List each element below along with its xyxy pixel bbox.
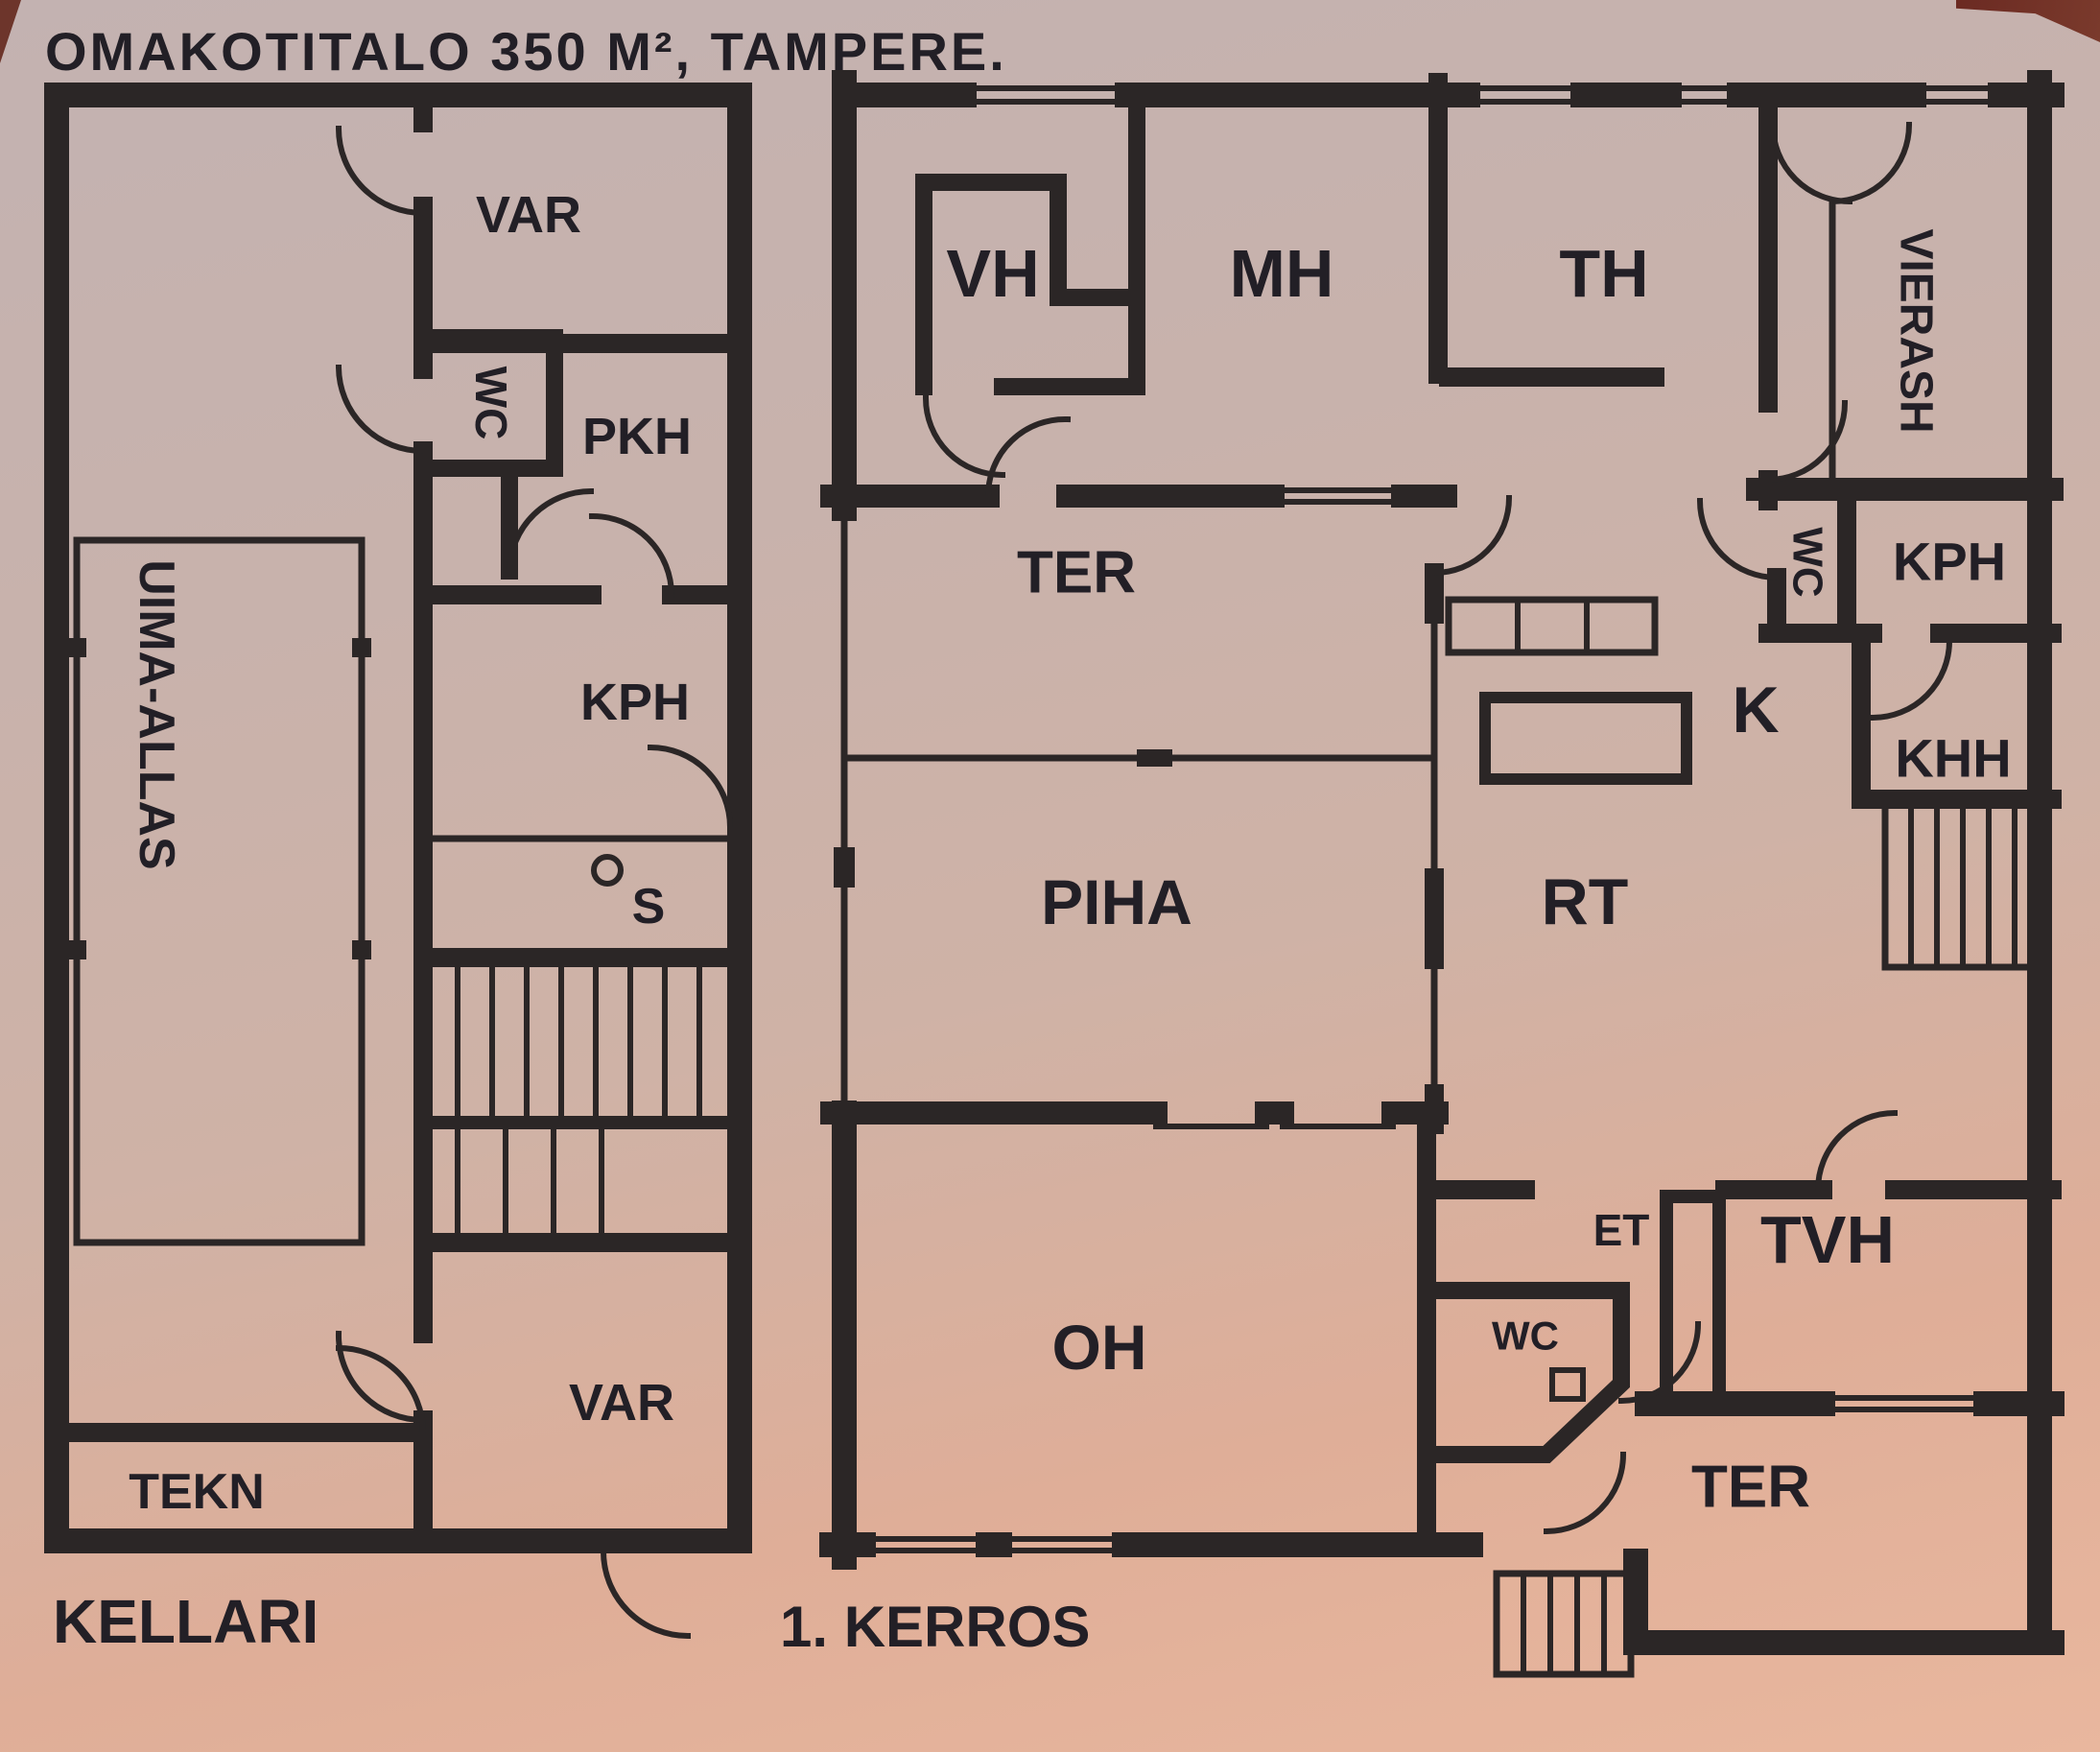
fireplace	[1660, 1190, 1726, 1410]
terrace-walls	[1623, 1549, 2065, 1655]
floor-label-kerros: 1. KERROS	[780, 1595, 1090, 1659]
wc-bsmt-door-arc	[335, 364, 427, 455]
oh-bottom-windows	[861, 1536, 1127, 1553]
ter-k-door-arc	[1430, 494, 1513, 577]
room-label-et: ET	[1593, 1205, 1650, 1255]
stairs1-treads	[1908, 803, 2017, 970]
room-label-ter-bottom: TER	[1691, 1455, 1810, 1521]
interior-walls-heavy	[820, 478, 2064, 1125]
vh-door-arc	[922, 394, 1006, 479]
kitchen-island	[1479, 692, 1692, 785]
entry-steps-treads	[1515, 597, 1590, 655]
room-label-oh: OH	[1052, 1312, 1147, 1383]
room-label-piha: PIHA	[1041, 866, 1192, 937]
room-label-ter-top: TER	[1017, 540, 1136, 606]
pool-marker	[352, 940, 371, 959]
mh-bottom-window	[1270, 487, 1405, 505]
room-label-sauna: S	[632, 879, 666, 935]
top-wall-windows	[961, 85, 2003, 105]
corridor-top-door-arc	[1769, 121, 1853, 205]
wc2-door-arc	[1617, 1320, 1702, 1405]
kellari-wc-walls	[425, 329, 563, 477]
room-label-kph-first: KPH	[1893, 532, 2006, 592]
room-label-tvh: TVH	[1760, 1202, 1895, 1277]
entry-steps-outline	[1445, 596, 1659, 656]
floor-label-kellari: KELLARI	[53, 1587, 319, 1656]
kerros-light-walls	[915, 100, 1630, 1463]
page-title: OMAKOTITALO 350 M², TAMPERE.	[45, 21, 1007, 82]
room-label-wc-first: WC	[1784, 527, 1831, 597]
wc2-fixture	[1549, 1367, 1586, 1402]
stair-treads	[455, 597, 2017, 1677]
room-label-vierash: VIERASH	[1891, 228, 1942, 433]
terrace-steps-treads	[1521, 1571, 1607, 1677]
pool-marker	[67, 638, 86, 657]
windows	[861, 85, 2003, 1553]
tvh-door-arc	[1814, 1109, 1899, 1194]
var-top-door-arc	[335, 125, 427, 217]
pkh-corridor-door-arc	[506, 487, 595, 575]
pool-room-door-arc-2	[335, 1344, 427, 1436]
room-label-vh: VH	[946, 236, 1039, 311]
khh-door-arc	[1869, 637, 1953, 722]
pool-marker	[352, 638, 371, 657]
kph-bsmt-door-arc	[647, 744, 734, 831]
mh-door-arc	[984, 415, 1072, 500]
ter-edge-tick	[1137, 749, 1172, 767]
room-label-var-bottom: VAR	[569, 1374, 674, 1432]
room-label-var-top: VAR	[476, 186, 581, 244]
room-label-pkh: PKH	[582, 408, 692, 465]
pkh-door-arc	[588, 512, 675, 599]
vh-walls	[915, 100, 1145, 395]
sauna-stove-icon	[591, 854, 624, 887]
pool-marker	[67, 940, 86, 959]
room-label-rt: RT	[1542, 865, 1629, 938]
vierash-door-arc	[1829, 121, 1913, 205]
tvh-bottom-window	[1820, 1395, 1989, 1412]
room-label-k: K	[1732, 674, 1779, 746]
room-label-wc-bottom: WC	[1492, 1314, 1559, 1359]
door-arcs	[335, 121, 1953, 1640]
exterior-walls	[44, 70, 2065, 1655]
kellari-outline	[44, 83, 752, 1553]
room-label-th: TH	[1559, 236, 1648, 311]
room-label-tekn: TEKN	[129, 1464, 265, 1520]
wc2-angled-walls	[1418, 1282, 1630, 1463]
kellari-stairs-lower	[455, 1127, 604, 1238]
var-bottom-exit-door-arc	[600, 1548, 692, 1640]
room-label-kph-basement: KPH	[580, 674, 690, 731]
pool-room-door-arc-1	[335, 1330, 427, 1424]
room-label-khh: KHH	[1895, 728, 2011, 789]
room-label-wc-basement: WC	[466, 367, 516, 440]
kellari-interior-walls	[47, 85, 749, 1551]
swimming-pool	[73, 536, 366, 1246]
room-label-mh: MH	[1230, 236, 1334, 311]
ter2-door-arc	[1543, 1451, 1627, 1535]
piha-edge-pillar	[834, 847, 855, 888]
kerros-interior-walls	[1417, 73, 2062, 1554]
room-label-uima-allas: UIMA-ALLAS	[129, 559, 184, 870]
kellari-stairs-upper	[455, 959, 702, 1118]
wc1-door-arc	[1696, 497, 1781, 581]
corridor-bottom-door-arc	[1764, 399, 1849, 484]
terrace-steps-outline	[1493, 1570, 1635, 1678]
markers	[67, 638, 1172, 959]
